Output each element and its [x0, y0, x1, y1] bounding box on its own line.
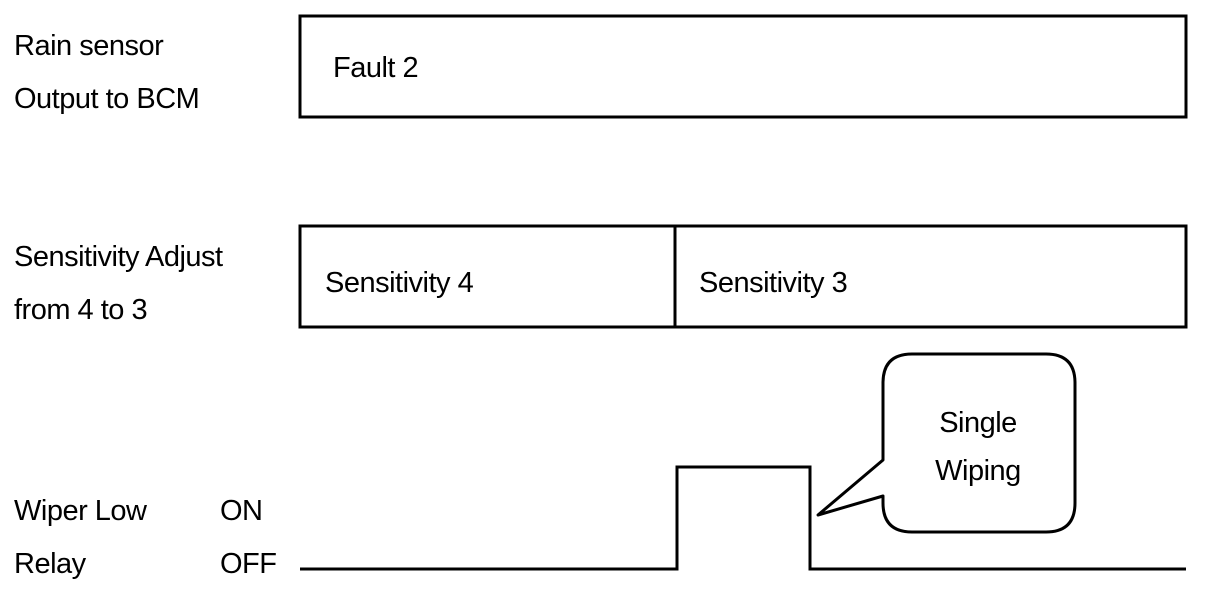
- wiper-relay-label-line1: Wiper Low: [14, 495, 147, 527]
- wiper-state-labels: ON OFF: [220, 485, 277, 591]
- sensitivity-label-line2: from 4 to 3: [14, 294, 148, 326]
- sensitivity-segment-3: Sensitivity 3: [699, 267, 847, 299]
- rain-sensor-segment-text: Fault 2: [333, 52, 418, 84]
- sensitivity-row-box: [298, 224, 1188, 329]
- wiper-relay-label: Wiper Low Relay: [14, 485, 147, 591]
- wiper-state-on-label: ON: [220, 495, 263, 527]
- wiper-state-off-label: OFF: [220, 548, 277, 580]
- callout-text-line2: Wiping: [935, 455, 1021, 487]
- rain-sensor-label: Rain sensor Output to BCM: [14, 20, 200, 126]
- rain-sensor-label-line2: Output to BCM: [14, 83, 200, 115]
- wiper-relay-label-line2: Relay: [14, 548, 86, 580]
- single-wiping-callout-balloon: [816, 352, 1077, 534]
- rain-sensor-segment-box: [298, 14, 1188, 119]
- wiper-relay-waveform: [300, 465, 1186, 571]
- sensitivity-segment-4: Sensitivity 4: [325, 267, 474, 299]
- callout-text-line1: Single: [939, 407, 1017, 439]
- rain-sensor-label-line1: Rain sensor: [14, 30, 164, 62]
- sensitivity-label: Sensitivity Adjust from 4 to 3: [14, 231, 223, 337]
- sensitivity-label-line1: Sensitivity Adjust: [14, 241, 223, 273]
